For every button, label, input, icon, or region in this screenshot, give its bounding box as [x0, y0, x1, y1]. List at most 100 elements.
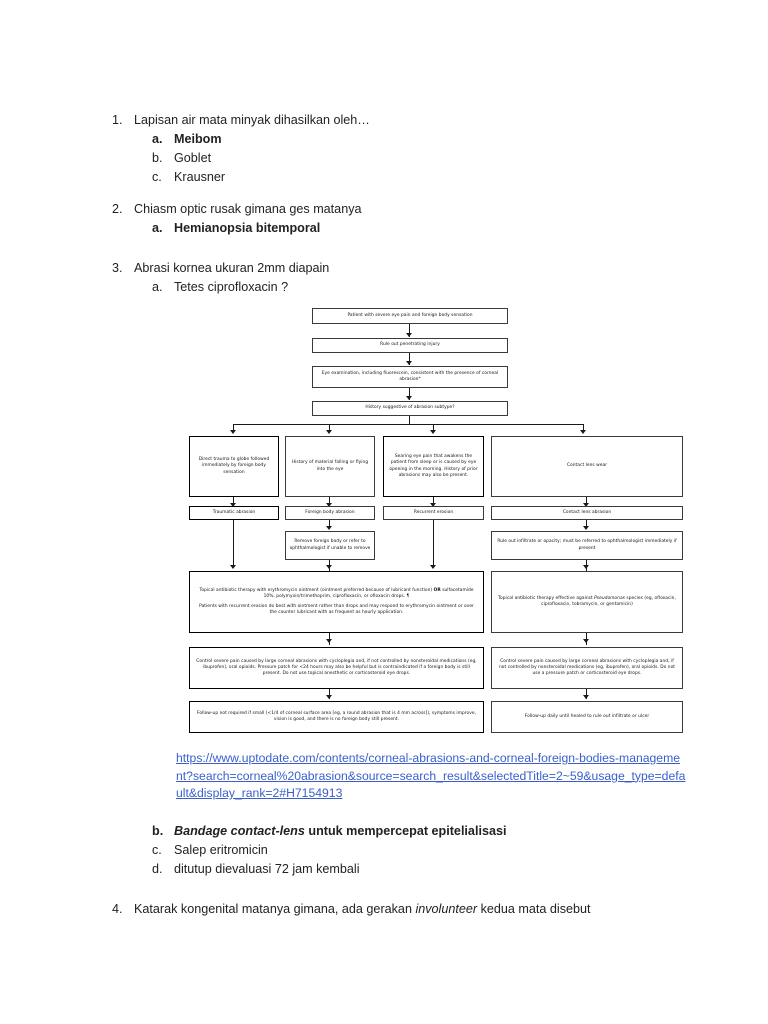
question-4-post: kedua mata disebut: [477, 902, 591, 916]
flow-node-topical-antibiotic-left: Topical antibiotic therapy with erythrom…: [189, 571, 484, 633]
flow-node-searing-pain: Searing eye pain that awakens the patien…: [383, 436, 484, 497]
question-2: 2. Chiasm optic rusak gimana ges matanya: [0, 200, 768, 219]
flow-node-foreign-body-abrasion: Foreign body abrasion: [285, 506, 375, 520]
answer-1c-text: Krausner: [174, 170, 226, 184]
answers-after-figure: b. Bandage contact-lens untuk mempercepa…: [0, 822, 768, 879]
flow-node-contact-lens-wear: Contact lens wear: [491, 436, 683, 497]
answer-3c-letter: c.: [152, 843, 162, 857]
arrow-icon: [406, 396, 412, 400]
treatment-left-or: OR: [433, 587, 441, 593]
answer-1c: c. Krausner: [0, 168, 768, 187]
flow-node-topical-antibiotic-right: Topical antibiotic therapy effective aga…: [491, 571, 683, 633]
arrow-icon: [326, 639, 332, 643]
question-1-block: 1. Lapisan air mata minyak dihasilkan ol…: [0, 111, 768, 187]
answer-3b: b. Bandage contact-lens untuk mempercepa…: [0, 822, 768, 841]
connector: [409, 353, 410, 365]
flow-node-pain-control-right: Control severe pain caused by large corn…: [491, 647, 683, 689]
connector: [329, 689, 330, 699]
connector: [233, 497, 234, 505]
connector: [409, 388, 410, 400]
answer-1c-letter: c.: [152, 170, 162, 184]
arrow-icon: [430, 430, 436, 434]
question-1-number: 1.: [112, 113, 123, 127]
arrow-icon: [430, 565, 436, 569]
answer-3c-text: Salep eritromicin: [174, 843, 268, 857]
flow-node-followup-right: Follow-up daily until healed to rule out…: [491, 701, 683, 733]
connector: [409, 324, 410, 337]
arrow-icon: [583, 526, 589, 530]
answer-2a-letter: a.: [152, 221, 163, 235]
answer-1a: a. Meibom: [0, 130, 768, 149]
question-4-italic: involunteer: [415, 902, 478, 916]
question-2-block: 2. Chiasm optic rusak gimana ges matanya…: [0, 200, 768, 238]
uptodate-source-link[interactable]: https://www.uptodate.com/contents/cornea…: [176, 751, 686, 801]
arrow-icon: [406, 333, 412, 337]
arrow-icon: [326, 526, 332, 530]
connector-bus: [233, 424, 583, 425]
answer-1b-letter: b.: [152, 151, 163, 165]
connector: [329, 520, 330, 529]
answer-1a-letter: a.: [152, 132, 163, 146]
arrow-icon: [580, 430, 586, 434]
treatment-right-pseudomonas: Pseudomonas: [594, 595, 625, 601]
flow-node-history-subtype: History suggestive of abrasion subtype?: [312, 401, 508, 416]
connector: [409, 416, 410, 425]
flow-node-rule-out-penetrating-injury: Rule out penetrating injury: [312, 338, 508, 353]
arrow-icon: [583, 639, 589, 643]
question-2-text: Chiasm optic rusak gimana ges matanya: [134, 202, 362, 216]
question-4-pre: Katarak kongenital matanya gimana, ada g…: [134, 902, 416, 916]
question-4-number: 4.: [112, 902, 123, 916]
answer-3b-italic: Bandage contact-lens: [174, 824, 305, 838]
connector: [329, 424, 330, 432]
flow-node-recurrent-erosion: Recurrent erosion: [383, 506, 484, 520]
answer-3a-text: Tetes ciprofloxacin ?: [174, 280, 289, 294]
connector: [433, 497, 434, 505]
question-4-block: 4. Katarak kongenital matanya gimana, ad…: [0, 900, 768, 919]
arrow-icon: [230, 565, 236, 569]
answer-3b-rest: untuk mempercepat epitelialisasi: [304, 824, 507, 838]
question-4: 4. Katarak kongenital matanya gimana, ad…: [0, 900, 768, 919]
answer-3d-letter: d.: [152, 862, 163, 876]
connector: [583, 424, 584, 432]
answer-1b: b. Goblet: [0, 149, 768, 168]
flow-node-traumatic-abrasion: Traumatic abrasion: [189, 506, 279, 520]
arrow-icon: [326, 695, 332, 699]
flow-node-rule-out-infiltrate: Rule out infiltrate or opacity; must be …: [491, 531, 683, 560]
flow-node-contact-lens-abrasion: Contact lens abrasion: [491, 506, 683, 520]
answer-3a-letter: a.: [152, 280, 163, 294]
question-3-block: 3. Abrasi kornea ukuran 2mm diapain a. T…: [0, 259, 768, 297]
flow-node-followup-left: Follow-up not required if small (<1/4 of…: [189, 701, 484, 733]
flow-node-direct-trauma: Direct trauma to globe followed immediat…: [189, 436, 279, 497]
connector: [329, 497, 330, 505]
answer-3c: c. Salep eritromicin: [0, 841, 768, 860]
answer-2a: a. Hemianopsia bitemporal: [0, 219, 768, 238]
connector: [329, 633, 330, 645]
question-3-text: Abrasi kornea ukuran 2mm diapain: [134, 261, 330, 275]
question-1: 1. Lapisan air mata minyak dihasilkan ol…: [0, 111, 768, 130]
answer-3a: a. Tetes ciprofloxacin ?: [0, 278, 768, 297]
question-3: 3. Abrasi kornea ukuran 2mm diapain: [0, 259, 768, 278]
arrow-icon: [326, 430, 332, 434]
arrow-icon: [230, 430, 236, 434]
connector: [586, 633, 587, 645]
connector: [586, 689, 587, 699]
connector: [586, 520, 587, 529]
question-2-number: 2.: [112, 202, 123, 216]
arrow-icon: [583, 565, 589, 569]
arrow-icon: [406, 361, 412, 365]
flow-node-material-in-eye: History of material falling or flying in…: [285, 436, 375, 497]
connector: [433, 424, 434, 432]
arrow-icon: [326, 565, 332, 569]
flow-node-remove-foreign-body: Remove foreign body or refer to ophthalm…: [285, 531, 375, 560]
treatment-left-p1a: Topical antibiotic therapy with erythrom…: [199, 587, 434, 593]
flow-node-pain-control-left: Control severe pain caused by large corn…: [189, 647, 484, 689]
connector: [233, 520, 234, 567]
answer-3d: d. ditutup dievaluasi 72 jam kembali: [0, 860, 768, 879]
connector: [233, 424, 234, 432]
answer-1b-text: Goblet: [174, 151, 212, 165]
question-1-text: Lapisan air mata minyak dihasilkan oleh…: [134, 113, 370, 127]
flow-node-eye-examination: Eye examination, including fluorescein, …: [312, 366, 508, 388]
treatment-left-p1c: sulfacetamide 10%, polymyxin/trimethopri…: [263, 587, 474, 599]
